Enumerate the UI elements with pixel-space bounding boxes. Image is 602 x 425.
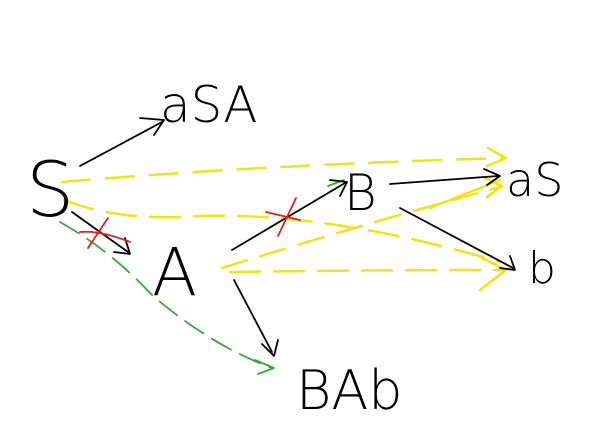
arrow-s-to-a [71,211,129,253]
yellow-arrowhead-as-top [485,146,508,168]
yellow-arrow-s-to-as [60,156,507,184]
node-a-label: A [152,234,197,311]
terminal-b-label: b [528,243,556,294]
arrow-b-to-b [399,207,514,269]
yellow-arrow-a-to-as [220,185,502,270]
arrowhead-b-node [329,179,348,197]
yellow-arrow-s-to-b [62,198,502,264]
production-asa-label: aSA [160,76,258,134]
yellow-arrows [60,146,508,292]
red-cross-a-to-b [265,197,301,237]
arrowhead-asa [139,117,165,136]
arrow-a-to-bab [233,279,273,353]
arrow-b-to-as [389,175,499,185]
production-as-label: aS [506,153,563,207]
production-bab-label: BAb [296,359,403,422]
arrowhead-b-from-b [499,255,516,271]
arrow-s-to-asa [79,121,163,167]
green-arrowhead-bab [254,359,275,375]
yellow-arrow-a-to-b [228,268,507,274]
black-strokes [71,117,516,357]
red-cross-s-to-a [79,217,131,249]
arrowhead-bab-from-a [261,339,279,357]
green-arrow-s-to-bab [59,221,273,369]
node-b-label: B [344,164,377,222]
yellow-arrowhead-as-mid [483,176,504,199]
arrowhead-as-from-b [483,168,501,186]
arrowhead-a-short [113,237,131,255]
red-crosses [79,197,301,249]
node-s-label: S [26,145,74,234]
yellow-arrowhead-b [478,256,508,292]
